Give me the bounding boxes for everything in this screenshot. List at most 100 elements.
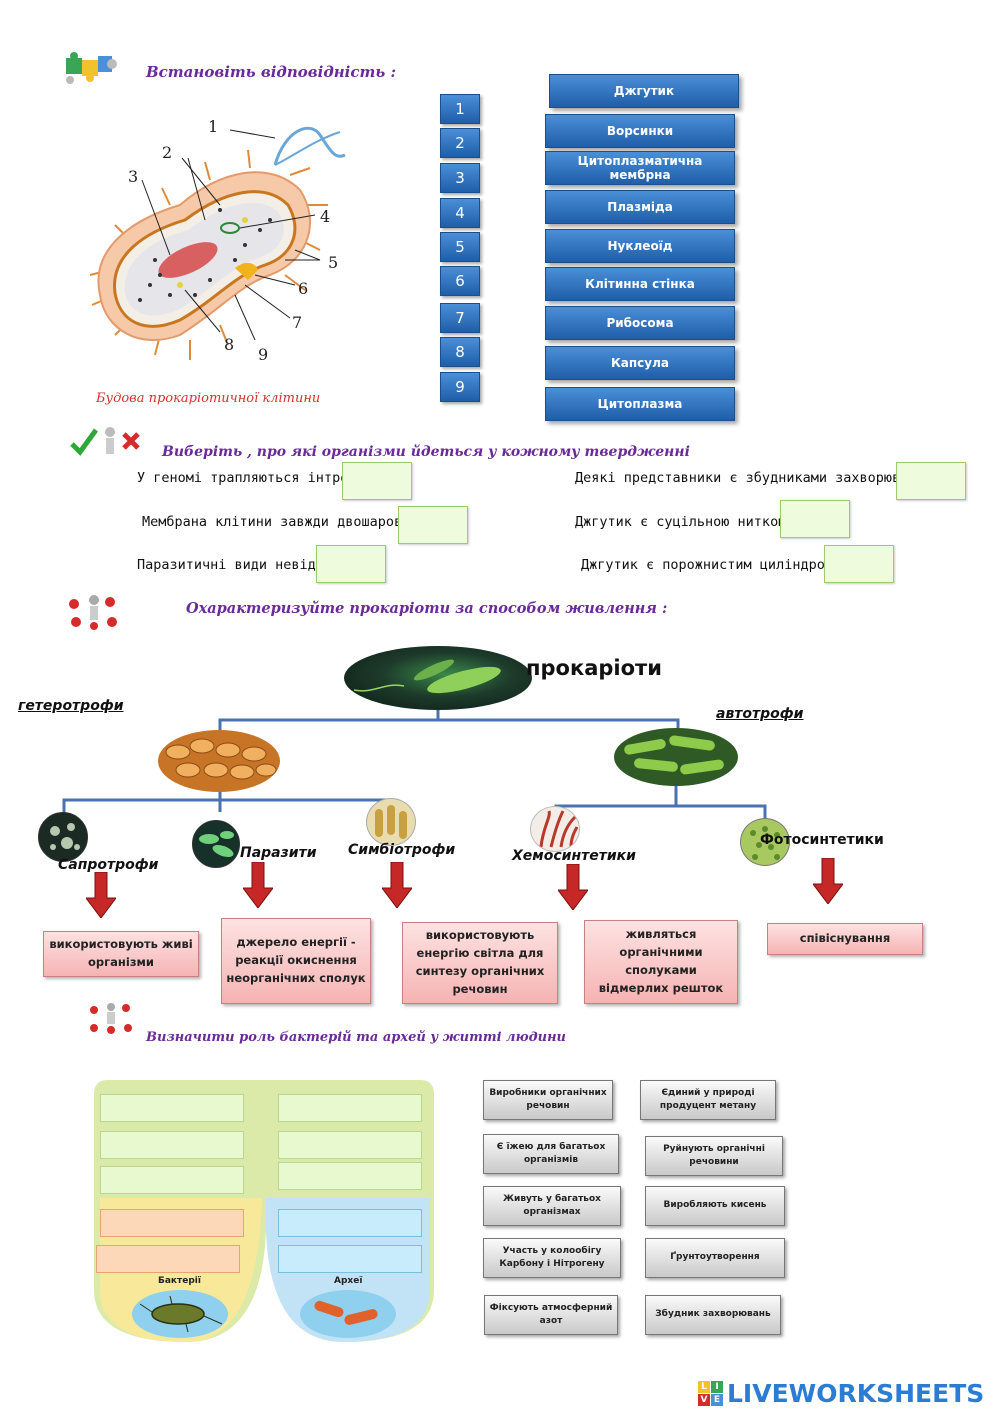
role-card[interactable]: Ґрунтоутворення: [645, 1238, 785, 1278]
role-card[interactable]: Виробники органічних речовин: [483, 1080, 613, 1120]
number-box[interactable]: 7: [440, 303, 480, 333]
autotrophs-image: [614, 728, 738, 786]
category-label: Симбіотрофи: [348, 842, 456, 858]
number-box[interactable]: 8: [440, 337, 480, 367]
section4-heading: Визначити роль бактерій та архей у житті…: [146, 1030, 567, 1045]
chemosynthetics-image: [530, 806, 580, 852]
answer-field[interactable]: [316, 545, 386, 583]
description-card[interactable]: живляться органічними сполуками відмерли…: [584, 920, 738, 1004]
description-card[interactable]: використовують енергію світла для синтез…: [402, 922, 558, 1004]
category-label: Фотосинтетики: [760, 832, 884, 848]
role-card[interactable]: Руйнують органічні речовини: [645, 1136, 783, 1176]
bacteria-answer-field[interactable]: [100, 1131, 244, 1159]
term-box[interactable]: Цитоплазма: [545, 387, 735, 421]
puzzle-icon: [60, 50, 124, 86]
svg-text:3: 3: [128, 167, 138, 186]
answer-field[interactable]: [824, 545, 894, 583]
prokaryotes-image: [344, 646, 532, 710]
answer-field[interactable]: [780, 500, 850, 538]
archaea-answer-field[interactable]: [278, 1245, 422, 1273]
term-box[interactable]: Клітинна стінка: [545, 267, 735, 301]
symbiotrophs-image: [366, 798, 416, 846]
term-box[interactable]: Джгутик: [549, 74, 739, 108]
brand-name: LIVEWORKSHEETS: [727, 1378, 985, 1408]
svg-text:2: 2: [162, 143, 172, 162]
svg-text:5: 5: [328, 253, 338, 272]
number-box[interactable]: 2: [440, 128, 480, 158]
description-card[interactable]: співіснування: [767, 923, 923, 955]
term-box[interactable]: Рибосома: [545, 306, 735, 340]
check-cross-icon: [68, 422, 146, 462]
role-card[interactable]: Фіксують атмосферний азот: [484, 1295, 618, 1335]
bacteria-image: [132, 1290, 228, 1338]
answer-field[interactable]: [342, 462, 412, 500]
statement: Деякі представники є збудниками захворюв…: [575, 470, 925, 486]
statement: Джгутик є суцільною ниткою: [575, 514, 787, 530]
svg-text:7: 7: [292, 313, 302, 332]
term-box[interactable]: Ворсинки: [545, 114, 735, 148]
statement: У геномі трапляються інтрони: [137, 470, 365, 486]
number-box[interactable]: 9: [440, 372, 480, 402]
category-label: Паразити: [240, 845, 317, 861]
role-card[interactable]: Збудник захворювань: [645, 1295, 781, 1335]
role-card[interactable]: Єдиний у природі продуцент метану: [640, 1080, 776, 1120]
root-label: прокаріоти: [526, 656, 662, 680]
role-card[interactable]: Живуть у багатьох організмах: [483, 1186, 621, 1226]
svg-text:1: 1: [208, 117, 218, 136]
svg-text:9: 9: [258, 345, 268, 364]
bacteria-answer-field[interactable]: [100, 1166, 244, 1194]
photosynthetics-image: [740, 818, 790, 866]
number-box[interactable]: 5: [440, 232, 480, 262]
answer-field[interactable]: [398, 506, 468, 544]
archaea-label: Археї: [334, 1276, 363, 1286]
people-icon: [66, 592, 122, 632]
down-arrow-icon: [813, 858, 843, 904]
section2-heading: Виберіть , про які організми йдеться у к…: [162, 444, 690, 460]
bacteria-answer-field[interactable]: [96, 1245, 240, 1273]
svg-text:4: 4: [320, 207, 330, 226]
down-arrow-icon: [243, 862, 273, 908]
term-box[interactable]: Нуклеоїд: [545, 229, 735, 263]
archaea-answer-field[interactable]: [278, 1094, 422, 1122]
archaea-answer-field[interactable]: [278, 1209, 422, 1237]
saprotrophs-image: [38, 812, 88, 862]
role-card[interactable]: Виробляють кисень: [645, 1186, 785, 1226]
bacteria-answer-field[interactable]: [100, 1209, 244, 1237]
diagram-caption: Будова прокаріотичної клітини: [96, 391, 321, 406]
down-arrow-icon: [86, 872, 116, 918]
number-box[interactable]: 4: [440, 198, 480, 228]
down-arrow-icon: [382, 862, 412, 908]
category-label: Хемосинтетики: [512, 848, 636, 864]
prokaryotic-cell-diagram: 1 2 3 4 5 6 7 8 9: [70, 110, 360, 370]
answer-field[interactable]: [896, 462, 966, 500]
people-icon: [86, 1000, 136, 1036]
section3-heading: Охарактеризуйте прокаріоти за способом ж…: [186, 600, 668, 617]
heterotrophs-image: [158, 730, 280, 792]
autotrophs-label: автотрофи: [716, 706, 804, 722]
parasites-image: [192, 820, 240, 868]
archaea-answer-field[interactable]: [278, 1131, 422, 1159]
archaea-answer-field[interactable]: [278, 1162, 422, 1190]
statement: Мембрана клітини завжди двошарова: [142, 514, 411, 530]
statement: Джгутик є порожнистим циліндром .: [581, 557, 850, 573]
bacteria-answer-field[interactable]: [100, 1094, 244, 1122]
description-card[interactable]: джерело енергії - реакції окиснення неор…: [221, 918, 371, 1004]
term-box[interactable]: Цитоплазматична мембрна: [545, 151, 735, 185]
role-card[interactable]: Участь у колообігу Карбону і Нітрогену: [483, 1238, 621, 1278]
number-box[interactable]: 1: [440, 94, 480, 124]
role-card[interactable]: Є їжею для багатьох організмів: [483, 1134, 619, 1174]
down-arrow-icon: [558, 864, 588, 910]
classification-tree: [62, 708, 767, 818]
archaea-image: [300, 1290, 396, 1338]
term-box[interactable]: Плазміда: [545, 190, 735, 224]
term-box[interactable]: Капсула: [545, 346, 735, 380]
number-box[interactable]: 3: [440, 163, 480, 193]
heterotrophs-label: гетеротрофи: [18, 698, 124, 714]
statement: Паразитичні види невідомі: [137, 557, 341, 573]
svg-text:8: 8: [224, 335, 234, 354]
description-card[interactable]: використовують живі організми: [43, 931, 199, 977]
liveworksheets-logo: L I V E LIVEWORKSHEETS: [698, 1378, 984, 1408]
section1-heading: Встановіть відповідність :: [146, 63, 397, 81]
number-box[interactable]: 6: [440, 266, 480, 296]
logo-mark-icon: L I V E: [698, 1380, 723, 1406]
